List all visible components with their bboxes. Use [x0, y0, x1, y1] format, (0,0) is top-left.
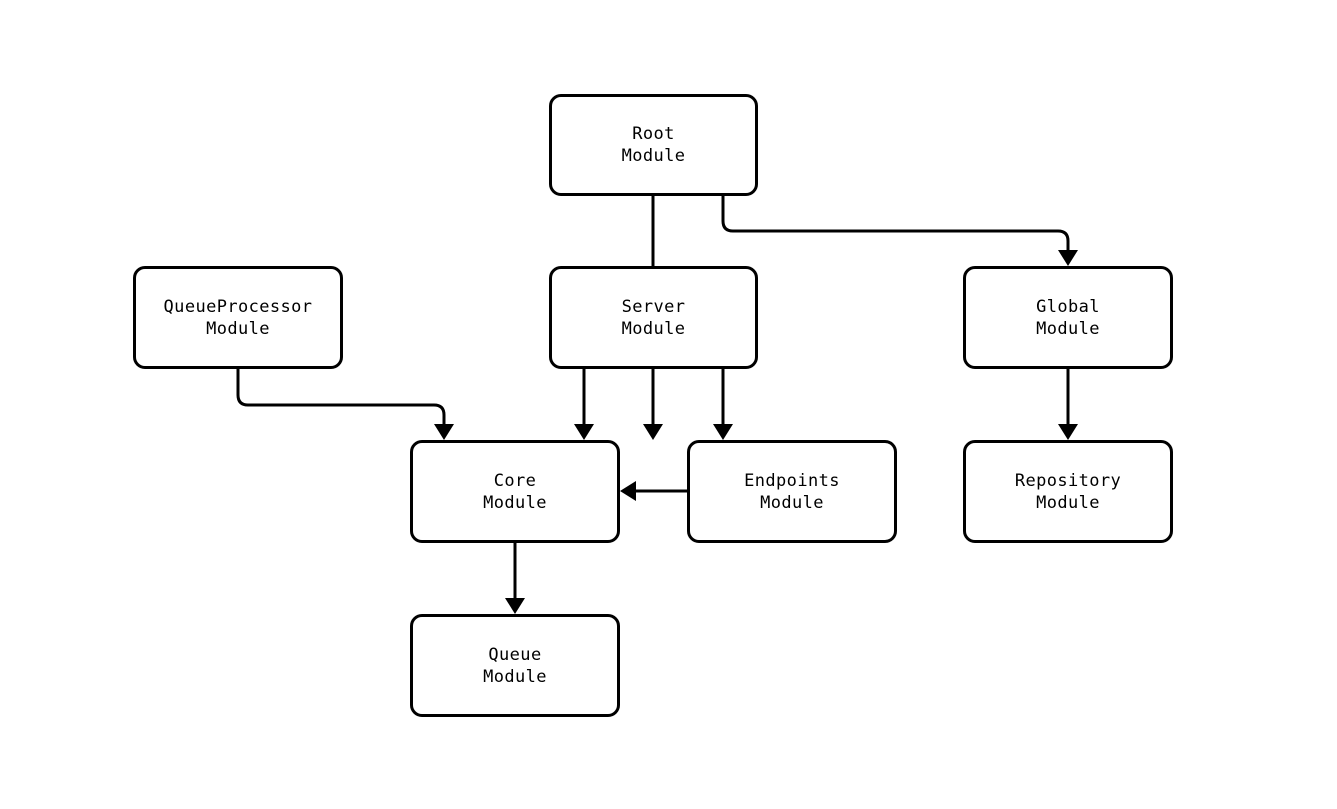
arrowhead-ah-endpoints-core — [620, 481, 636, 501]
arrowhead-ah-qp-core — [434, 424, 454, 440]
node-queueprocessor[interactable]: QueueProcessor Module — [133, 266, 343, 369]
edge-paths — [236, 196, 1070, 598]
node-global[interactable]: Global Module — [963, 266, 1173, 369]
arrowhead-ah-server-core — [574, 424, 594, 440]
node-root[interactable]: Root Module — [549, 94, 758, 196]
edge-queueprocessor-to-core — [236, 369, 446, 424]
node-queueprocessor-label: QueueProcessor Module — [163, 296, 313, 339]
arrowhead-ah-root-server — [643, 424, 663, 440]
arrowhead-ah-core-queue — [505, 598, 525, 614]
node-repository-label: Repository Module — [1014, 470, 1122, 513]
node-core[interactable]: Core Module — [410, 440, 620, 543]
node-root-label: Root Module — [621, 124, 686, 166]
node-queue-label: Queue Module — [483, 644, 547, 687]
node-server[interactable]: Server Module — [549, 266, 758, 369]
node-server-label: Server Module — [621, 296, 686, 339]
node-queue[interactable]: Queue Module — [410, 614, 620, 717]
node-endpoints-label: Endpoints Module — [744, 470, 840, 513]
arrowhead-ah-root-global — [1058, 250, 1078, 266]
arrowhead-ah-global-repository — [1058, 424, 1078, 440]
edge-root-to-global — [721, 196, 1070, 250]
node-repository[interactable]: Repository Module — [963, 440, 1173, 543]
node-global-label: Global Module — [1036, 296, 1100, 339]
node-endpoints[interactable]: Endpoints Module — [687, 440, 897, 543]
arrowhead-ah-server-endpoints — [713, 424, 733, 440]
node-core-label: Core Module — [483, 470, 547, 513]
